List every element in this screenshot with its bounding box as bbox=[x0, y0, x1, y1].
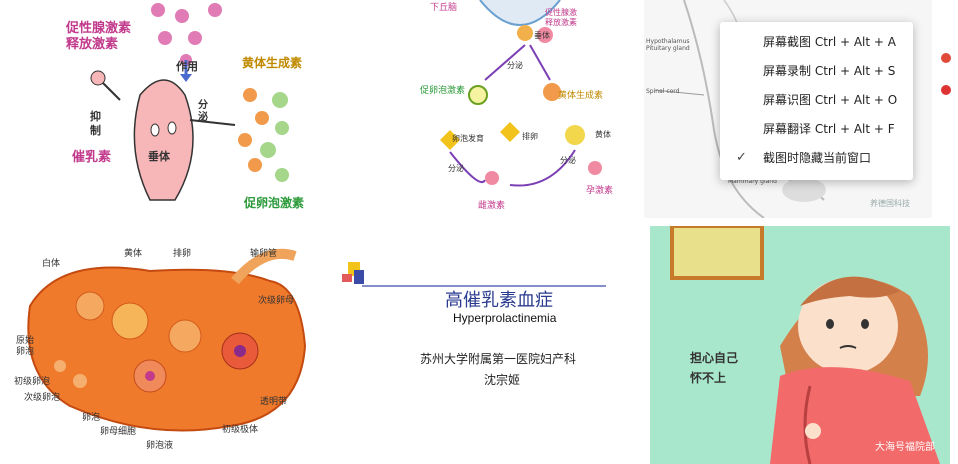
secondary-follicle-label: 次级卵泡 bbox=[24, 393, 61, 403]
slide-subtitle: Hyperprolactinemia bbox=[453, 311, 557, 325]
follicle-dev-label: 卵泡发育 bbox=[452, 134, 484, 143]
white-body-label: 白体 bbox=[42, 259, 61, 269]
hormone-flow-illustration bbox=[440, 0, 602, 187]
lh-label-2: 黄体生成素 bbox=[558, 91, 604, 101]
first-polar-label: 初级极体 bbox=[222, 425, 259, 435]
menu-item-label: 屏幕截图 Ctrl + Alt + A bbox=[763, 35, 896, 49]
worry-text: 担心自己 怀不上 bbox=[690, 351, 739, 385]
image-tile-edge-strip[interactable] bbox=[934, 0, 958, 218]
menu-item-label: 截图时隐藏当前窗口 bbox=[763, 151, 872, 165]
menu-item-hide-window[interactable]: ✓ 截图时隐藏当前窗口 bbox=[720, 144, 913, 172]
corpus-luteum-label: 黄体 bbox=[595, 130, 611, 139]
fsh-label-2: 促卵泡激素 bbox=[420, 86, 466, 96]
slide-author: 沈宗姬 bbox=[484, 373, 521, 387]
fallopian-label: 输卵管 bbox=[250, 249, 278, 259]
hypothalamus-anatomy-label: Hypothalamus bbox=[646, 38, 690, 45]
worried-girl-illustration bbox=[670, 226, 940, 464]
lh-label: 黄体生成素 bbox=[242, 56, 303, 70]
mammary-anatomy-label: Mammary gland bbox=[728, 178, 777, 185]
menu-item-screen-record[interactable]: 屏幕录制 Ctrl + Alt + S bbox=[720, 57, 913, 85]
follicular-fluid-label: 卵泡液 bbox=[146, 441, 174, 451]
menu-item-screen-ocr[interactable]: 屏幕识图 Ctrl + Alt + O bbox=[720, 86, 913, 114]
inhibit-label: 抑 制 bbox=[90, 110, 101, 137]
primary-follicle-label: 初级卵泡 bbox=[14, 377, 51, 387]
secrete-top-label: 分泌 bbox=[507, 61, 523, 70]
ovulation-ovary-label: 排卵 bbox=[173, 249, 192, 259]
secondary-oocyte-label: 次级卵母 bbox=[258, 296, 295, 306]
pituitary-cartoon-illustration bbox=[90, 3, 289, 201]
menu-item-label: 屏幕识图 Ctrl + Alt + O bbox=[763, 93, 898, 107]
ovary-illustration bbox=[27, 248, 307, 432]
ovulation-label: 排卵 bbox=[522, 132, 538, 141]
screenshot-context-menu: 屏幕截图 Ctrl + Alt + A 屏幕录制 Ctrl + Alt + S … bbox=[720, 22, 913, 180]
edge-strip-illustration bbox=[941, 53, 951, 95]
zona-label: 透明带 bbox=[260, 397, 288, 407]
progesterone-label: 孕激素 bbox=[586, 186, 614, 196]
image-tile-worried-girl[interactable]: 担心自己 怀不上 大海号福院部 bbox=[650, 226, 950, 464]
hypothalamus-label: 下丘脑 bbox=[430, 3, 458, 13]
follicle-label: 卵泡 bbox=[82, 413, 101, 423]
slide-organization: 苏州大学附属第一医院妇产科 bbox=[420, 352, 577, 366]
check-icon: ✓ bbox=[736, 150, 747, 165]
action-label: 作用 bbox=[176, 60, 198, 73]
secrete-right-label: 分泌 bbox=[560, 156, 576, 165]
oocyte-label: 卵母细胞 bbox=[100, 427, 137, 437]
fsh-label: 促卵泡激素 bbox=[244, 196, 305, 210]
gnrh-label: 促性腺激素 释放激素 bbox=[66, 21, 132, 52]
pituitary-label-2: 垂体 bbox=[534, 31, 550, 40]
gnrh-label-2: 促性腺激 释放激素 bbox=[545, 8, 577, 27]
image-tile-ovary[interactable]: 白体 黄体 排卵 输卵管 次级卵母 原始 卵泡 初级卵泡 次级卵泡 卵泡 卵母细… bbox=[0, 226, 325, 464]
menu-item-label: 屏幕录制 Ctrl + Alt + S bbox=[763, 64, 896, 78]
menu-item-screen-translate[interactable]: 屏幕翻译 Ctrl + Alt + F bbox=[720, 115, 913, 143]
menu-item-label: 屏幕翻译 Ctrl + Alt + F bbox=[763, 122, 895, 136]
prolactin-label: 催乳素 bbox=[72, 150, 112, 165]
corpus-luteum-ovary-label: 黄体 bbox=[124, 249, 143, 259]
image-tile-hormone-flow[interactable]: 下丘脑 促性腺激 释放激素 垂体 分泌 促卵泡激素 黄体生成素 卵泡发育 排卵 … bbox=[410, 0, 635, 218]
image-tile-slide[interactable] bbox=[336, 226, 642, 464]
anatomy-watermark: 养德国科技 bbox=[870, 199, 910, 208]
spinal-anatomy-label: Spinal cord bbox=[646, 88, 680, 95]
primordial-label: 原始 卵泡 bbox=[16, 336, 35, 357]
secrete-label: 分 泌 bbox=[198, 100, 208, 123]
slide-title: 高催乳素血症 bbox=[445, 290, 553, 311]
girl-watermark: 大海号福院部 bbox=[875, 442, 935, 453]
secrete-left-label: 分泌 bbox=[448, 164, 464, 173]
image-tile-pituitary-cartoon[interactable]: 促性腺激素 释放激素 作用 抑 制 催乳素 垂体 分 泌 黄体生成素 促卵泡激素 bbox=[0, 0, 395, 218]
pituitary-anatomy-label: Pituitary gland bbox=[646, 45, 690, 52]
pituitary-label: 垂体 bbox=[148, 150, 170, 163]
menu-item-screen-capture[interactable]: 屏幕截图 Ctrl + Alt + A bbox=[720, 28, 913, 56]
slide-decoration bbox=[342, 262, 606, 287]
estrogen-label: 雌激素 bbox=[478, 201, 506, 211]
